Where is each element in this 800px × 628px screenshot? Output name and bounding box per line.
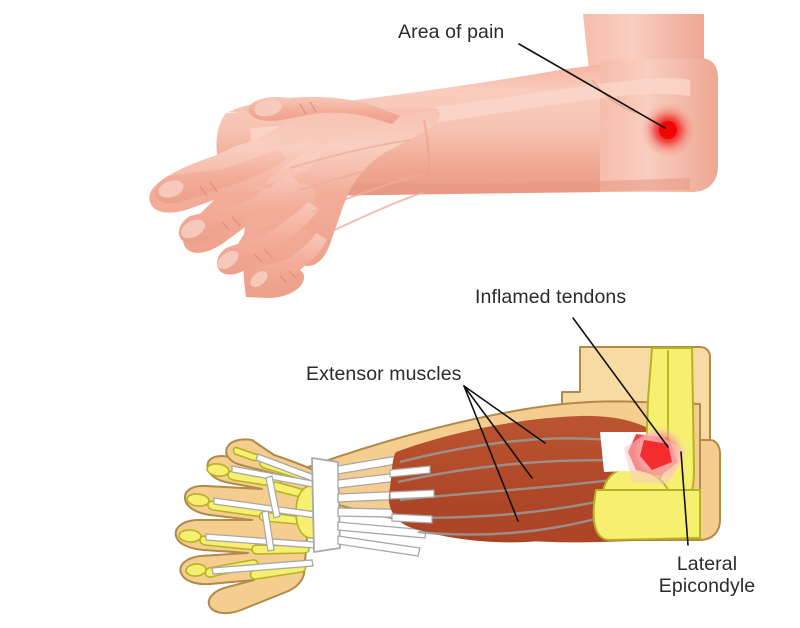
anatomical-view-panel [174, 346, 721, 615]
extensor-tendons-hand [205, 453, 323, 575]
label-inflamed-tendons: Inflamed tendons [475, 286, 626, 308]
surface-view-panel [149, 14, 718, 298]
wrist-crease [423, 119, 430, 183]
nail-ring [217, 250, 239, 270]
hand-tendon-bands [261, 475, 281, 552]
label-lateral-epicondyle-line2: Epicondyle [659, 575, 755, 597]
muscle-tendon-transition [389, 465, 435, 524]
leader-lines [463, 43, 689, 546]
elbow-crease [591, 79, 641, 115]
little-finger [250, 233, 327, 293]
label-extensor-muscles: Extensor muscles [306, 363, 462, 385]
index-finger [154, 148, 286, 204]
label-lateral-epicondyle-line1: Lateral [677, 553, 737, 575]
hand-shape [228, 100, 440, 298]
label-area-of-pain: Area of pain [398, 21, 504, 43]
leader-lateral-epicondyle [680, 451, 689, 546]
inflamed-core [640, 440, 672, 470]
pain-spot-core [659, 121, 677, 139]
leader-area-of-pain [518, 43, 666, 129]
leader-extensor-1 [463, 385, 546, 444]
leader-inflamed-tendons [572, 317, 669, 448]
ring-finger [216, 202, 319, 275]
nail-thumb [254, 99, 282, 117]
nail-index [158, 180, 184, 198]
thumb [248, 96, 400, 124]
leader-extensor-2 [463, 385, 533, 479]
knuckle-creases [199, 101, 317, 284]
nail-little [250, 271, 268, 287]
leader-extensor-3 [463, 385, 519, 522]
middle-finger [178, 174, 299, 244]
extensor-retinaculum [311, 457, 341, 553]
hand-tendon-hints [289, 139, 425, 235]
nail-middle [180, 219, 206, 239]
elbow-joint-mass [592, 489, 701, 541]
